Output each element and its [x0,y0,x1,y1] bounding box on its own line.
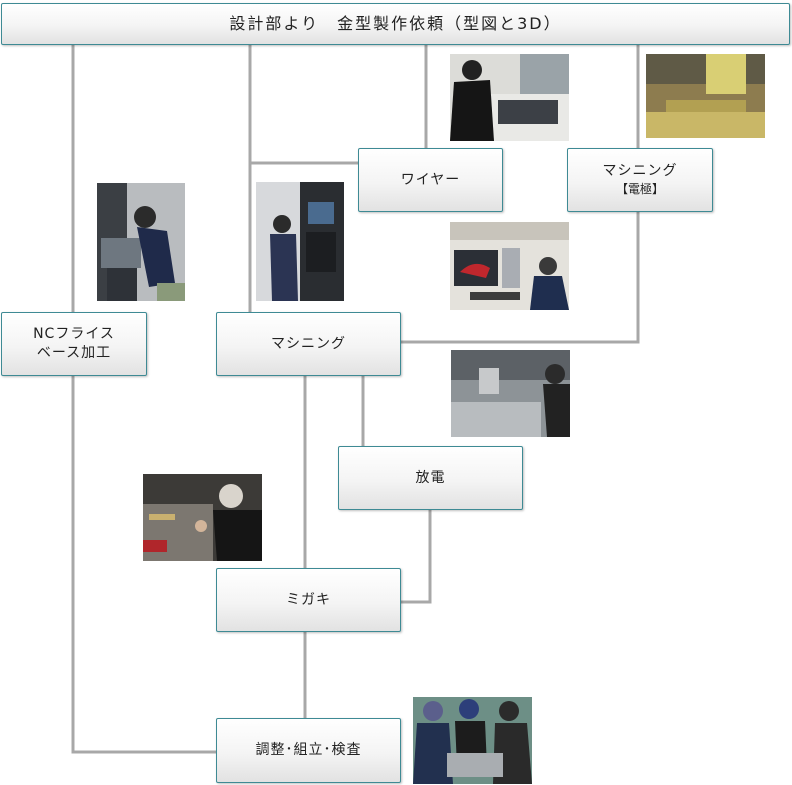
header-title: 設計部より 金型製作依頼（型図と3D） [229,14,562,34]
machining-electrode-label-line2: 【電極】 [615,182,664,197]
assembly-node: 調整･組立･検査 [216,718,401,783]
connector-edm-to-polishing [401,510,432,604]
wire-label: ワイヤー [400,171,461,188]
polishing-node: ミガキ [216,568,401,632]
machining-electrode-node: マシニング 【電極】 [567,148,713,212]
milling-worker-photo [97,183,185,301]
edm-node: 放電 [338,446,523,510]
nc-milling-label-line2: ベース加工 [36,345,112,361]
polishing-label: ミガキ [286,591,331,608]
connector-electrode-to-machining [401,212,640,344]
header-bar: 設計部より 金型製作依頼（型図と3D） [1,3,790,45]
edm-machine-photo [451,350,570,437]
wire-cut-photo [450,54,569,141]
connector-nc-to-assembly [71,376,216,754]
assembly-label: 調整･組立･検査 [255,742,362,759]
wire-node: ワイヤー [358,148,503,212]
assembly-team-photo [413,697,532,784]
electrode-machining-photo [646,54,765,138]
machining-node: マシニング [216,312,401,376]
machining-label: マシニング [271,335,346,352]
nc-milling-node: NCフライス ベース加工 [1,312,147,376]
nc-milling-label-line1: NCフライス [33,326,115,343]
machining-center-photo [256,182,344,301]
cad-workstation-photo [450,222,569,310]
edm-label: 放電 [415,469,446,486]
polishing-worker-photo [143,474,262,561]
machining-electrode-label-line1: マシニング [602,163,678,180]
